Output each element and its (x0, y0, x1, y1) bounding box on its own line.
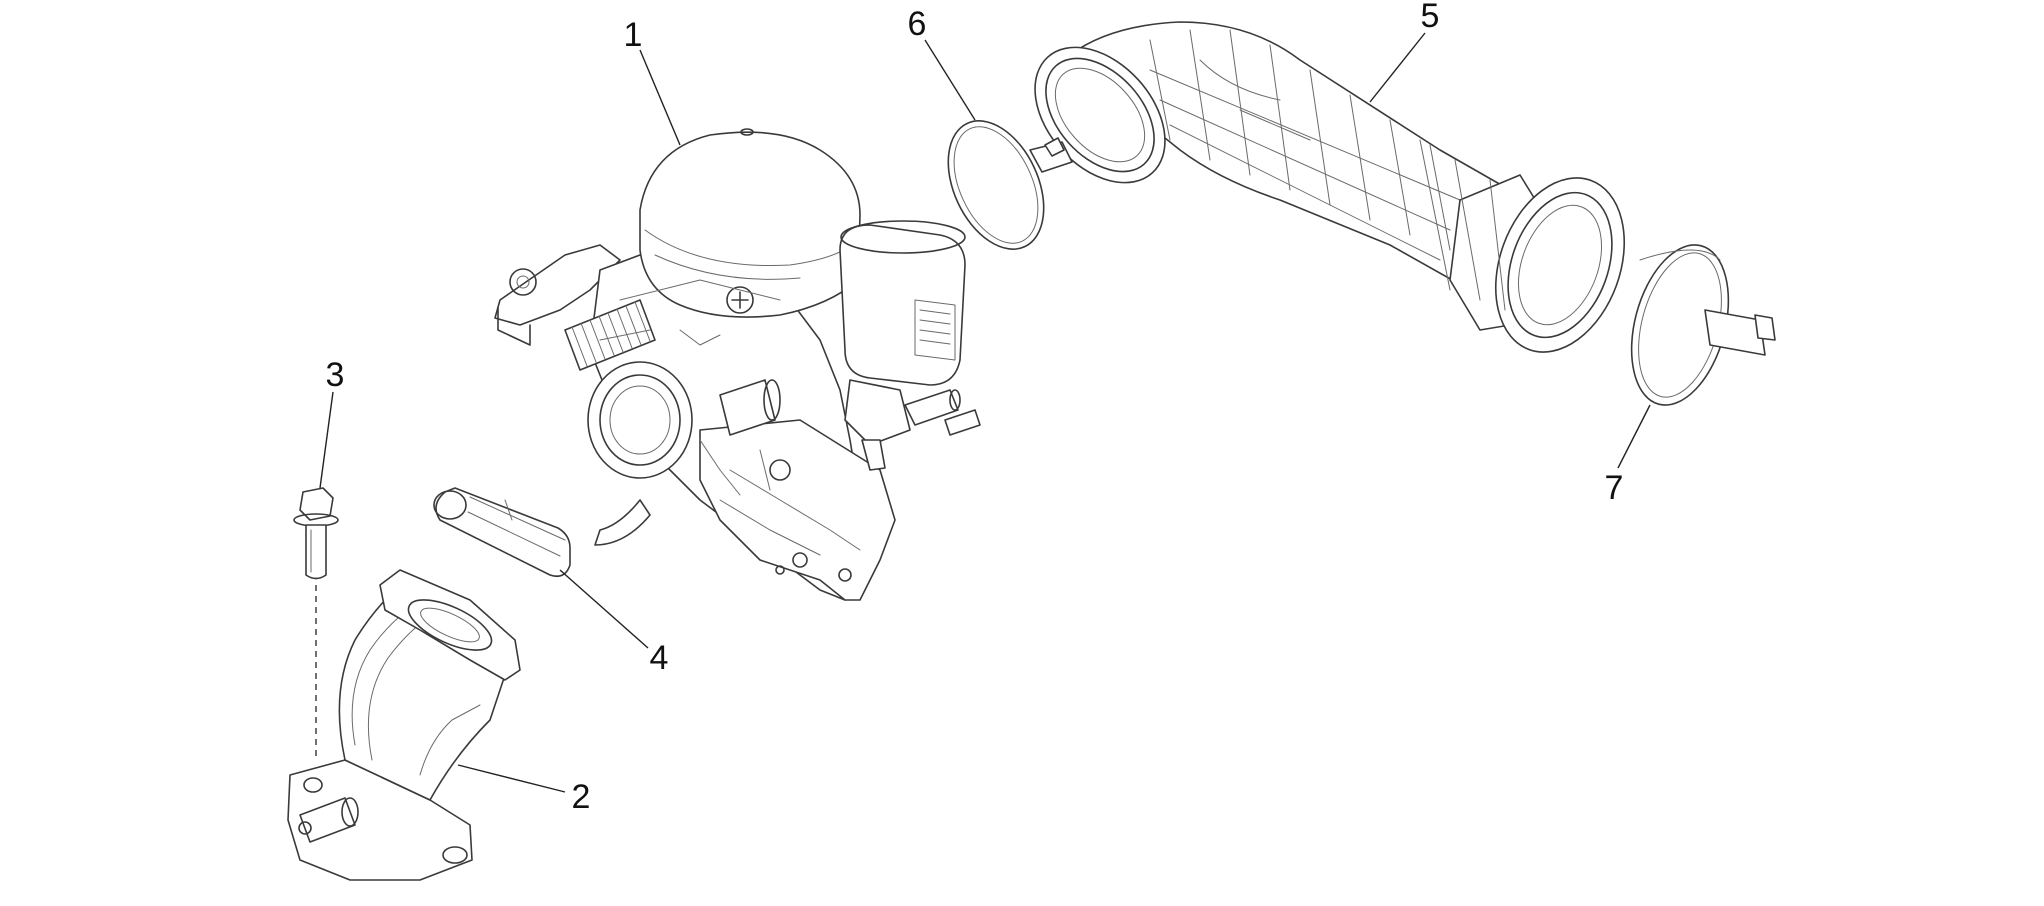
callout-5: 5 (1420, 0, 1440, 35)
part-hose-clamp-7 (1630, 244, 1776, 406)
callout-2: 2 (571, 778, 591, 816)
callout-7: 7 (1604, 469, 1624, 507)
leader-1 (639, 49, 681, 146)
part-intake-manifold (287, 569, 521, 881)
callout-3: 3 (325, 356, 345, 394)
callout-4: 4 (649, 639, 669, 677)
leader-6 (924, 39, 976, 121)
part-connector-sleeve (433, 487, 571, 578)
callout-6: 6 (907, 5, 927, 43)
part-carburettor (494, 128, 981, 601)
leader-7 (1617, 404, 1651, 469)
part-hose-clamp-6 (947, 120, 1073, 250)
callout-1: 1 (623, 16, 643, 54)
leader-2 (457, 764, 566, 793)
leader-3 (319, 391, 334, 489)
part-flange-bolt (293, 487, 339, 760)
leader-5 (1369, 32, 1426, 103)
leader-lines (319, 32, 1651, 793)
leader-4 (559, 569, 649, 649)
part-intake-duct (1034, 21, 1626, 353)
